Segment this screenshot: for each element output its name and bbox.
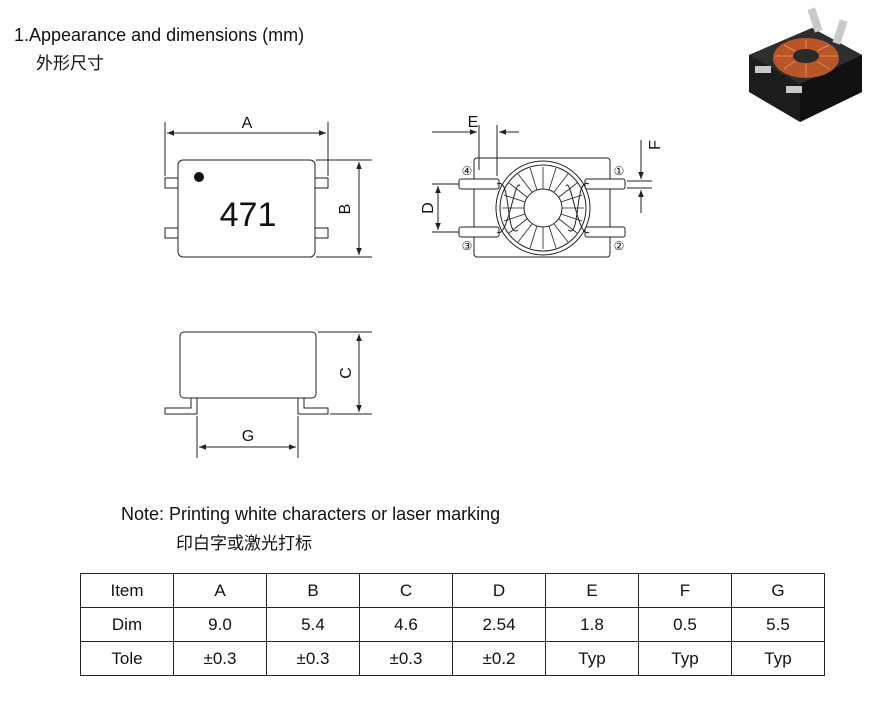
dim-label-b: B (337, 204, 354, 215)
table-cell: Dim (80, 607, 174, 642)
table-cell: 5.4 (266, 607, 360, 642)
table-cell: Typ (638, 641, 732, 676)
table-cell: G (731, 573, 825, 608)
pin1-marker-dot (194, 172, 204, 182)
table-cell: ±0.2 (452, 641, 546, 676)
pin-label-1: ① (614, 164, 625, 178)
table-cell: Tole (80, 641, 174, 676)
table-cell: ±0.3 (359, 641, 453, 676)
dim-label-c: C (338, 367, 355, 379)
pin-label-3: ③ (462, 239, 473, 253)
table-cell: C (359, 573, 453, 608)
table-cell: 9.0 (173, 607, 267, 642)
table-cell: ±0.3 (173, 641, 267, 676)
table-cell: ±0.3 (266, 641, 360, 676)
part-marking: 471 (220, 196, 277, 234)
product-photo (749, 7, 862, 122)
dim-label-a: A (242, 115, 253, 132)
table-cell: 0.5 (638, 607, 732, 642)
note-text: Note: Printing white characters or laser… (121, 504, 501, 524)
table-row: Tole ±0.3 ±0.3 ±0.3 ±0.2 Typ Typ Typ (80, 641, 825, 676)
section-title-zh: 外形尺寸 (36, 54, 104, 73)
table-cell: 4.6 (359, 607, 453, 642)
dim-label-d: D (420, 202, 437, 214)
dim-label-e: E (468, 114, 479, 131)
table-cell: Item (80, 573, 174, 608)
dim-label-f: F (647, 140, 664, 150)
side-view (164, 331, 372, 458)
table-row: Item A B C D E F G (80, 573, 825, 608)
note-text-zh: 印白字或激光打标 (176, 534, 312, 553)
pin-label-2: ② (614, 239, 625, 253)
table-cell: Typ (731, 641, 825, 676)
top-view (164, 122, 372, 258)
table-cell: 5.5 (731, 607, 825, 642)
table-cell: 2.54 (452, 607, 546, 642)
table-cell: A (173, 573, 267, 608)
bottom-view (432, 125, 652, 258)
table-cell: E (545, 573, 639, 608)
dimensions-table: Item A B C D E F G Dim 9.0 5.4 4.6 2.54 … (80, 573, 825, 676)
table-cell: 1.8 (545, 607, 639, 642)
table-cell: F (638, 573, 732, 608)
table-row: Dim 9.0 5.4 4.6 2.54 1.8 0.5 5.5 (80, 607, 825, 642)
table-cell: Typ (545, 641, 639, 676)
table-cell: B (266, 573, 360, 608)
section-title: 1.Appearance and dimensions (mm) (14, 25, 305, 45)
dim-label-g: G (242, 428, 254, 445)
pin-label-4: ④ (462, 164, 473, 178)
table-cell: D (452, 573, 546, 608)
